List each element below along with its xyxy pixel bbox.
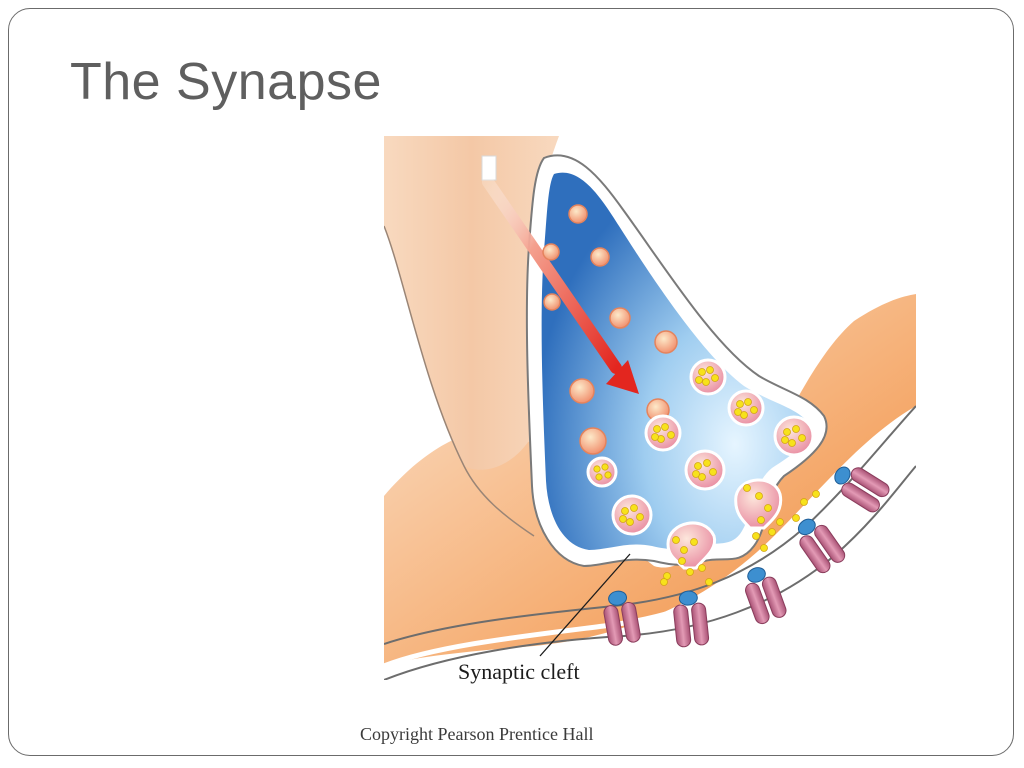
neurotransmitter-molecules bbox=[660, 484, 820, 586]
copyright-notice: Copyright Pearson Prentice Hall bbox=[360, 724, 594, 744]
synaptic-vesicles-empty bbox=[542, 204, 678, 455]
receptor bbox=[673, 590, 710, 648]
fusing-vesicles bbox=[666, 478, 783, 570]
receptor bbox=[603, 590, 641, 646]
signal-arrow-icon bbox=[481, 155, 639, 394]
vesicle bbox=[727, 389, 765, 427]
synaptic-cleft-label: Synaptic cleft bbox=[458, 659, 580, 684]
receptor bbox=[745, 567, 787, 625]
vesicle bbox=[684, 449, 726, 491]
receptor bbox=[797, 518, 846, 574]
receptors bbox=[603, 466, 890, 648]
receptor bbox=[834, 466, 890, 513]
vesicle bbox=[773, 415, 815, 457]
cleft-leader-line bbox=[539, 553, 631, 657]
synapse-diagram bbox=[384, 136, 916, 680]
vesicle bbox=[586, 456, 618, 488]
slide-title: The Synapse bbox=[70, 53, 382, 111]
vesicle bbox=[644, 414, 682, 452]
synaptic-vesicles-filled bbox=[586, 358, 815, 536]
vesicle bbox=[611, 494, 653, 536]
vesicle bbox=[689, 358, 727, 396]
